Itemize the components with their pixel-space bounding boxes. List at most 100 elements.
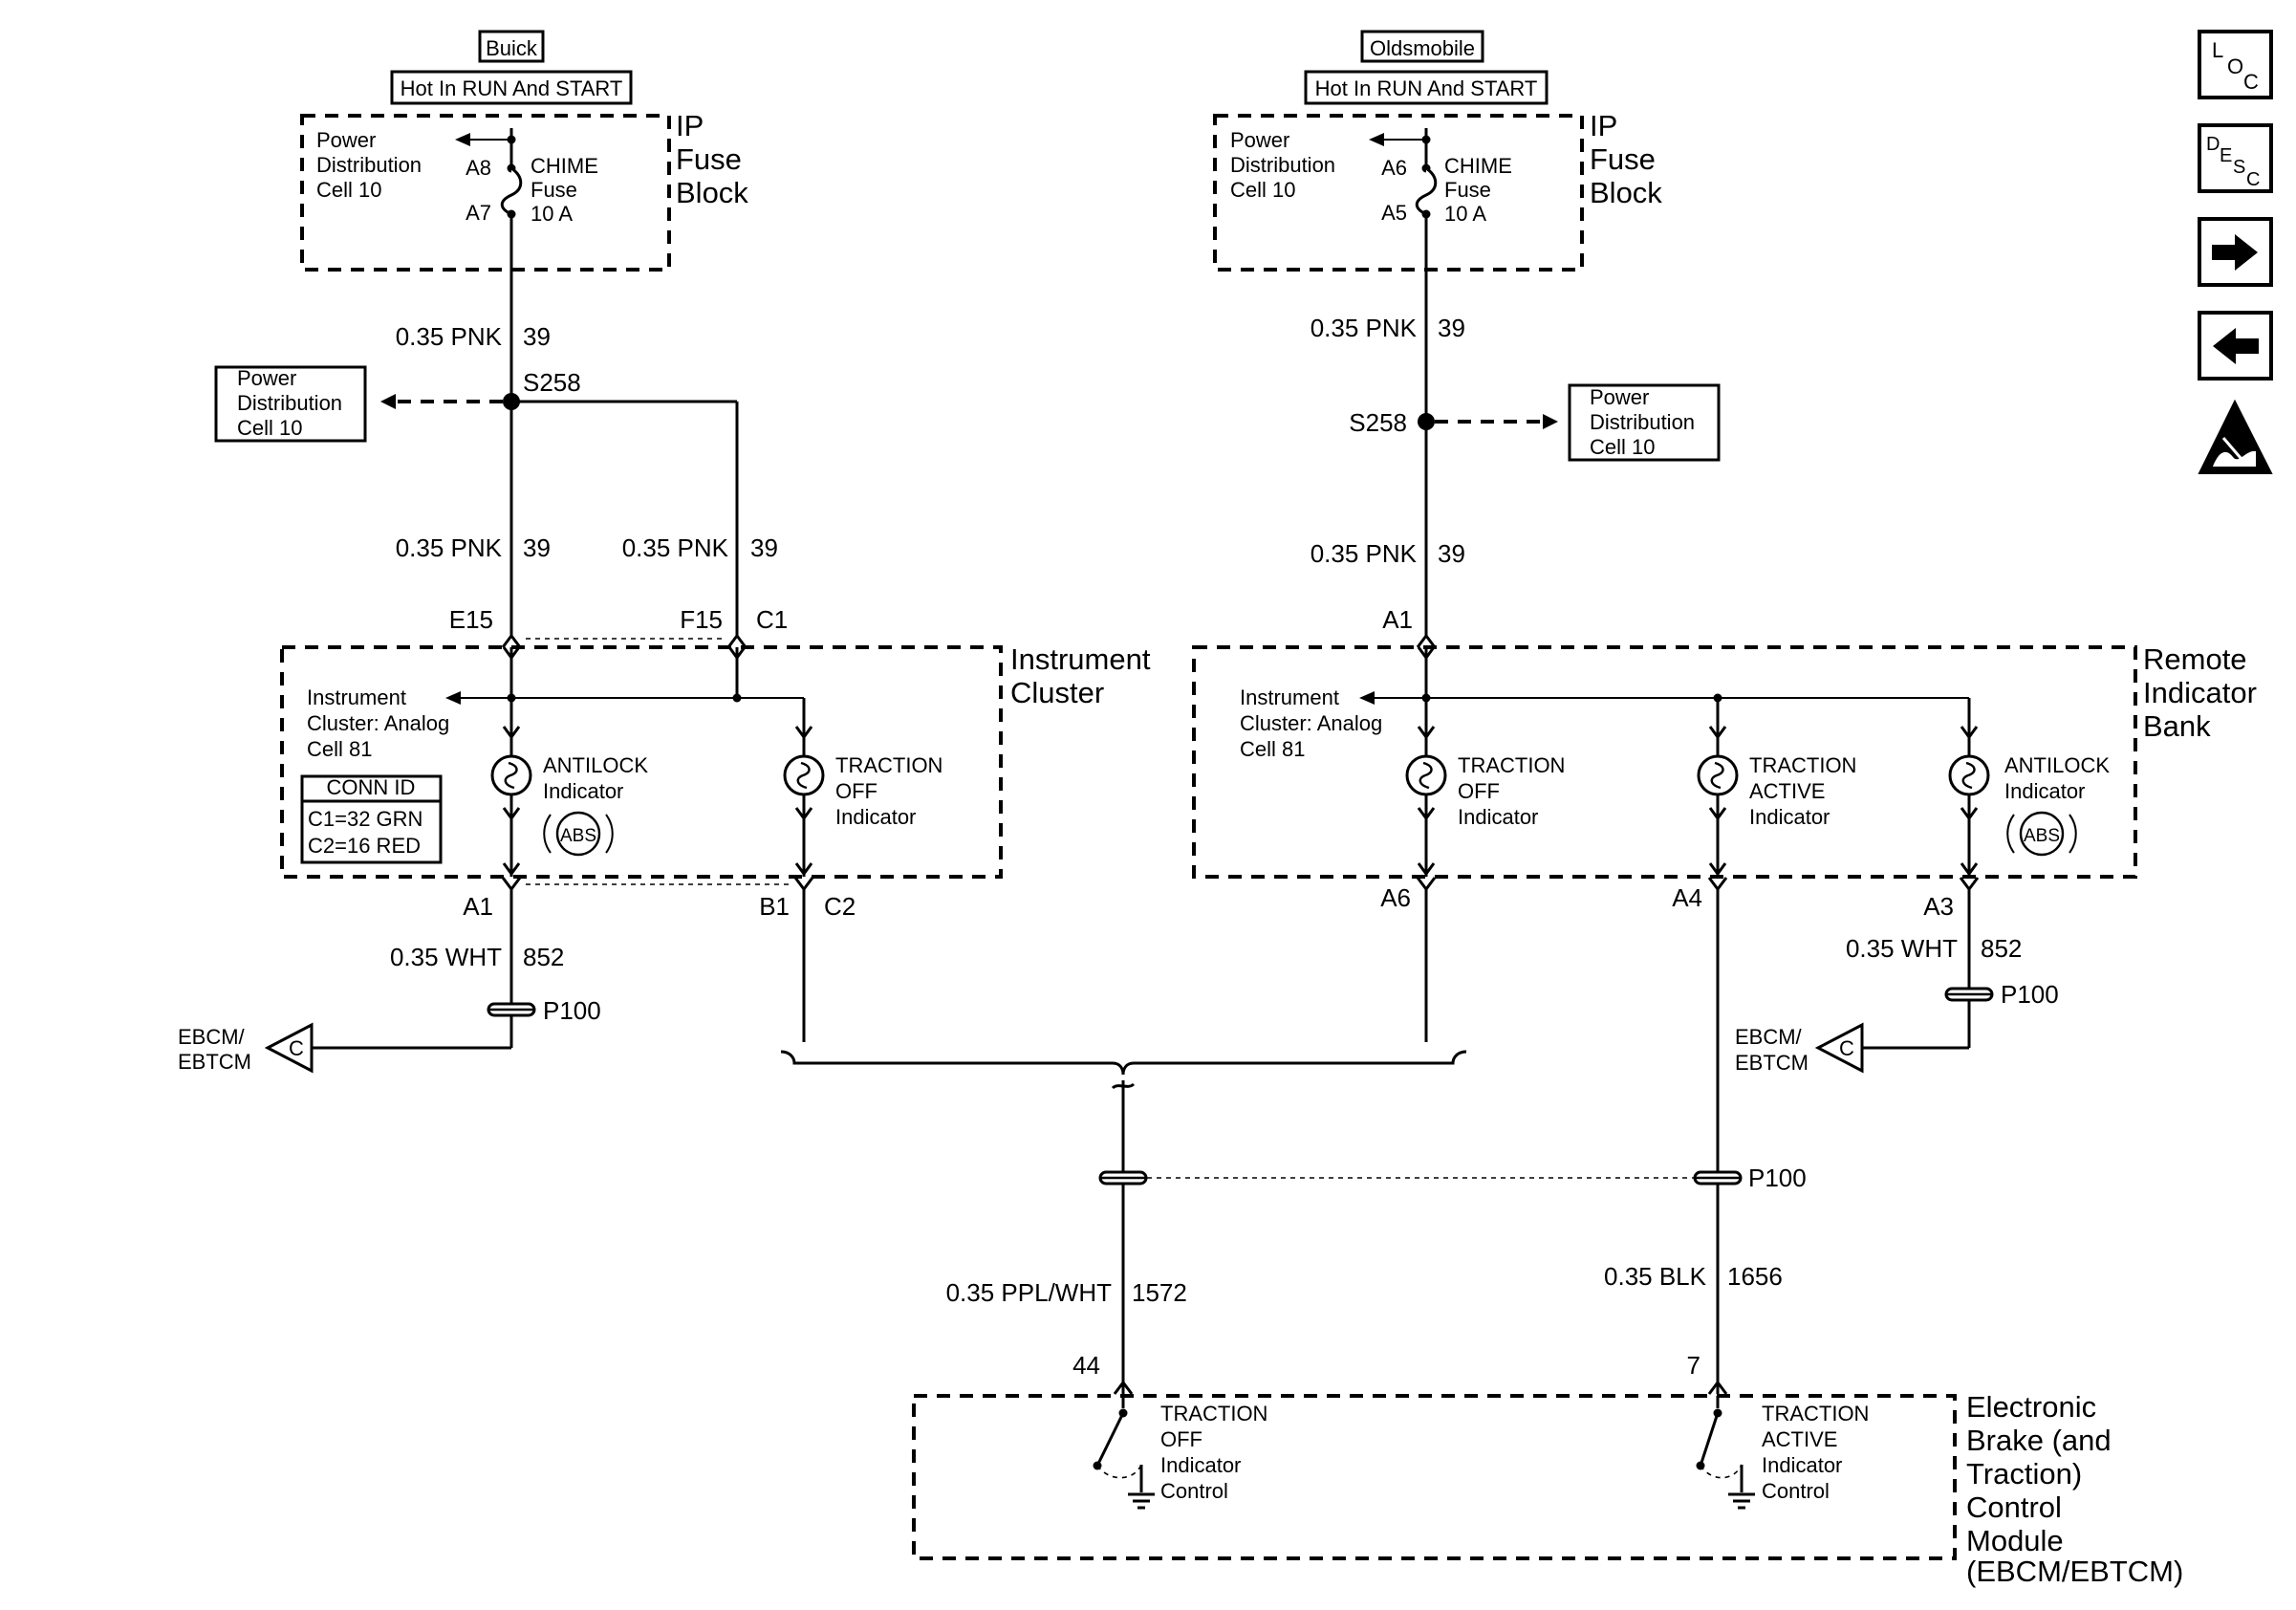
buick-traction-off-bulb-icon xyxy=(783,754,825,796)
buick-ica-arrow xyxy=(445,691,461,705)
buick-hot-box xyxy=(390,70,633,105)
buick-ic-label: Instrument xyxy=(1010,642,1151,676)
sw2-label-3: Indicator xyxy=(1762,1453,1842,1477)
prev-button[interactable] xyxy=(2198,311,2273,381)
olds-p100-connector-icon xyxy=(1944,987,1994,1002)
bottom-p100-label: P100 xyxy=(1748,1164,1807,1192)
wire-l-circuit: 1572 xyxy=(1132,1278,1187,1307)
arrow-right-icon xyxy=(2212,234,2258,271)
buick-traction-label-3: Indicator xyxy=(835,805,916,829)
buick-ipfb-label-3: Block xyxy=(676,176,748,209)
buick-ipfb-label: IP xyxy=(676,109,704,142)
sw2-label-2: ACTIVE xyxy=(1762,1427,1837,1451)
olds-antilock-label-2: Indicator xyxy=(2004,779,2085,803)
olds-rib-label: Remote xyxy=(2143,642,2247,676)
olds-pdc-arrow xyxy=(1369,133,1384,146)
module-label: Electronic xyxy=(1966,1390,2096,1424)
p100-connector-right-icon xyxy=(1693,1170,1743,1186)
wire-l-size: 0.35 PPL/WHT xyxy=(946,1278,1113,1307)
olds-wire1-size: 0.35 PNK xyxy=(1310,314,1418,342)
buick-ebcm-label: EBCM/ xyxy=(178,1025,246,1049)
buick-antilock-bulb-icon xyxy=(490,754,532,796)
olds-pin-a4: A4 xyxy=(1672,883,1702,912)
buick-ebcm-ref: C xyxy=(289,1036,304,1060)
olds-hot-box xyxy=(1304,70,1549,105)
buick-title: Buick xyxy=(486,36,538,60)
olds-pin-a1: A1 xyxy=(1382,605,1413,634)
wire-r-size: 0.35 BLK xyxy=(1604,1262,1707,1291)
olds-splice-label: S258 xyxy=(1349,408,1407,437)
olds-ebcm-ref: C xyxy=(1839,1036,1854,1060)
olds-pin-a3: A3 xyxy=(1923,892,1954,921)
olds-ebcm-label-2: EBTCM xyxy=(1735,1051,1809,1075)
buick-p100-label: P100 xyxy=(543,996,601,1025)
buick-wire3-circuit: 39 xyxy=(750,533,778,562)
loc-letter-c: C xyxy=(2243,70,2259,94)
olds-pd-box-label-2: Distribution xyxy=(1590,410,1695,434)
buick-wire2-size: 0.35 PNK xyxy=(396,533,503,562)
olds-pin-a6b: A6 xyxy=(1380,883,1411,912)
desc-button[interactable]: D E S C xyxy=(2198,123,2273,193)
buick-chime-fuse xyxy=(500,166,523,216)
buick-abs-badge: ABS xyxy=(560,826,596,846)
olds-pd-arrow xyxy=(1543,414,1558,429)
olds-antilock-label: ANTILOCK xyxy=(2004,753,2110,777)
module-label-4: Control xyxy=(1966,1490,2062,1524)
olds-fuse-type: Fuse xyxy=(1444,178,1491,202)
buick-instrument-cluster xyxy=(280,645,1003,879)
olds-wire2-circuit: 39 xyxy=(1438,539,1465,568)
olds-fuse-name: CHIME xyxy=(1444,154,1512,178)
module-label-2: Brake (and xyxy=(1966,1424,2112,1457)
buick-ic-label-2: Cluster xyxy=(1010,676,1104,709)
buick-pd-box xyxy=(214,365,367,443)
olds-ica-label: Instrument xyxy=(1240,685,1339,709)
wire-r-circuit: 1656 xyxy=(1727,1262,1783,1291)
olds-pdc-label-2: Distribution xyxy=(1230,153,1335,177)
loc-letter-l: L xyxy=(2212,38,2223,62)
buick-pdc-label-3: Cell 10 xyxy=(316,178,381,202)
olds-ipfb-label-2: Fuse xyxy=(1590,142,1656,176)
next-button[interactable] xyxy=(2198,217,2273,287)
loc-button[interactable]: L O C xyxy=(2198,30,2273,99)
olds-pd-box-label-3: Cell 10 xyxy=(1590,435,1655,459)
traction-active-switch-icon xyxy=(1696,1396,1755,1510)
olds-rib-label-3: Bank xyxy=(2143,709,2211,743)
olds-rib-label-2: Indicator xyxy=(2143,676,2257,709)
olds-splice-dot xyxy=(1418,413,1435,430)
sw1-label: TRACTION xyxy=(1160,1402,1267,1425)
buick-wire4-circuit: 852 xyxy=(523,943,564,971)
buick-ipfb-label-2: Fuse xyxy=(676,142,742,176)
buick-hot-label: Hot In RUN And START xyxy=(401,76,623,100)
buick-pdc-label-2: Distribution xyxy=(316,153,422,177)
olds-wire2-size: 0.35 PNK xyxy=(1310,539,1418,568)
loc-letter-o: O xyxy=(2227,54,2243,78)
olds-ebcm-ref-icon xyxy=(1814,1022,1864,1074)
module-label-6: (EBCM/EBTCM) xyxy=(1966,1555,2183,1588)
buick-ebcm-label-2: EBTCM xyxy=(178,1050,251,1074)
olds-traction-off-label-3: Indicator xyxy=(1458,805,1538,829)
buick-fuse-type: Fuse xyxy=(531,178,577,202)
olds-pd-box-label: Power xyxy=(1590,385,1649,409)
sw1-label-2: OFF xyxy=(1160,1427,1202,1451)
olds-p100-label: P100 xyxy=(2001,980,2059,1009)
buick-wire3-size: 0.35 PNK xyxy=(622,533,729,562)
olds-section: Oldsmobile Hot In RUN And START Power Di… xyxy=(1192,30,2257,1394)
buick-conn-id-table: CONN ID C1=32 GRN C2=16 RED xyxy=(300,774,443,864)
buick-conn-c1: C1 xyxy=(756,605,788,634)
olds-traction-off-label-2: OFF xyxy=(1458,779,1500,803)
pin-44: 44 xyxy=(1072,1351,1100,1380)
buick-connid-row1: C1=32 GRN xyxy=(308,807,422,831)
module-label-3: Traction) xyxy=(1966,1457,2082,1490)
buick-wire4-size: 0.35 WHT xyxy=(390,943,502,971)
buick-ica-label: Instrument xyxy=(307,685,406,709)
esd-warning-button[interactable] xyxy=(2198,399,2273,474)
olds-fuse-rating: 10 A xyxy=(1444,202,1486,226)
olds-traction-off-label: TRACTION xyxy=(1458,753,1565,777)
merge-bracket xyxy=(780,1050,1467,1076)
buick-abs-icon: ABS xyxy=(543,811,614,857)
olds-abs-icon: ABS xyxy=(2006,811,2077,857)
buick-fuse-rating: 10 A xyxy=(531,202,573,226)
merge-section: P100 0.35 PPL/WHT 1572 0.35 BLK 1656 44 … xyxy=(780,1050,2183,1588)
olds-ica-label-2: Cluster: Analog xyxy=(1240,711,1382,735)
buick-title-box xyxy=(478,30,545,63)
